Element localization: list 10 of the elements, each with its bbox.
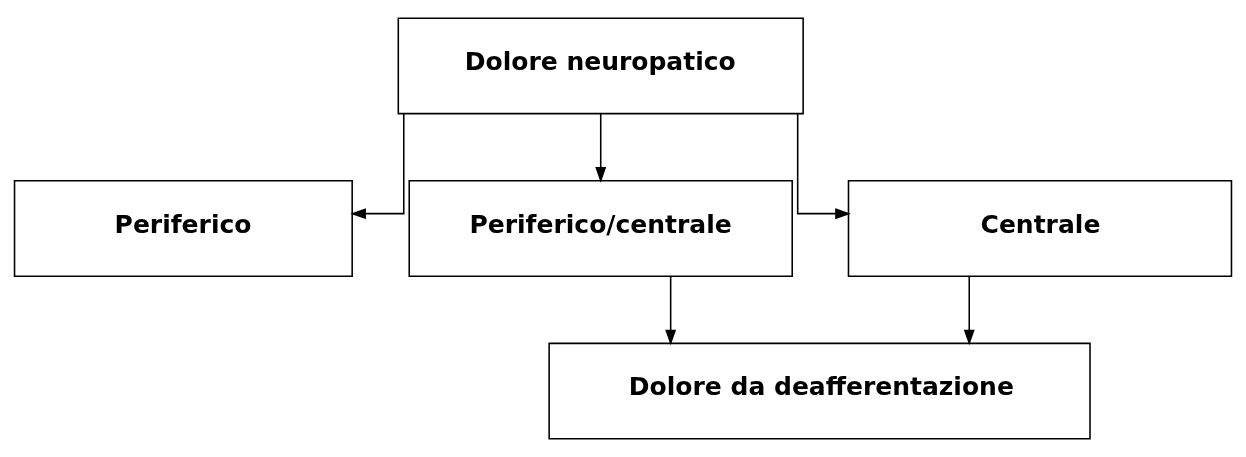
node-box: Dolore neuropatico xyxy=(397,17,804,115)
node-box: Periferico xyxy=(13,180,353,277)
node-box: Periferico/centrale xyxy=(408,180,793,277)
arrow xyxy=(595,113,607,183)
arrow xyxy=(796,113,851,220)
arrow xyxy=(665,275,677,346)
arrow xyxy=(350,113,405,220)
arrow xyxy=(963,275,975,346)
node-box: Centrale xyxy=(847,180,1233,277)
node-box: Dolore da deafferentazione xyxy=(548,342,1091,440)
